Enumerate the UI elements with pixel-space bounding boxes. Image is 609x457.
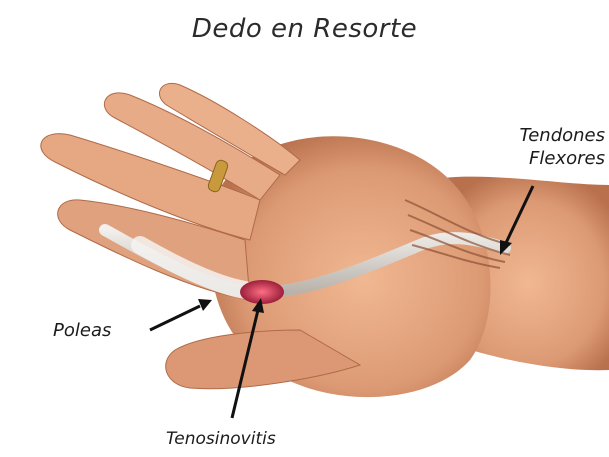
label-tenosinovitis: Tenosinovitis [166, 428, 276, 451]
label-tendones-line2: Flexores [500, 147, 605, 170]
arrow-poleas-head [198, 299, 212, 311]
label-tendones-flexores: Tendones Flexores [500, 124, 605, 170]
inflammation-area [240, 280, 284, 304]
label-tendones-line1: Tendones [500, 124, 605, 147]
diagram-title: Dedo en Resorte [0, 14, 609, 44]
label-poleas: Poleas [53, 319, 111, 342]
arrow-poleas [150, 306, 200, 330]
